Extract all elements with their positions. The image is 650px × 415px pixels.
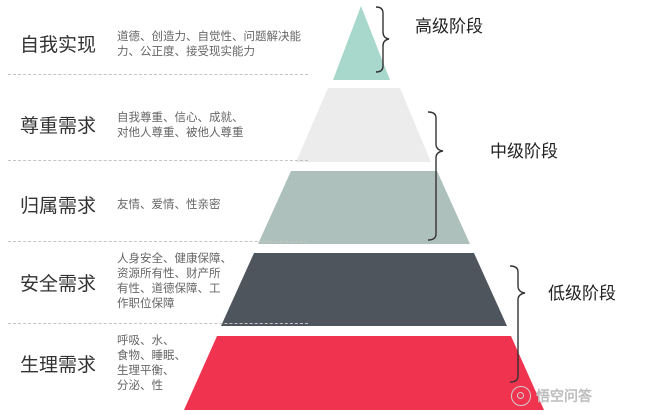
desc-line: 力、公正度、接受现实能力 — [117, 44, 255, 58]
level-desc-physiological: 呼吸、水、 食物、睡眠、 生理平衡、 分泌、性 — [117, 333, 186, 393]
desc-line: 作职位保障 — [117, 296, 175, 310]
desc-line: 自我尊重、信心、成就、 — [117, 110, 244, 124]
bracket-middle-icon — [427, 111, 444, 241]
desc-line: 有性、道德保障、工 — [117, 281, 221, 295]
stage-label-high: 高级阶段 — [415, 17, 483, 37]
desc-line: 呼吸、水、 — [117, 333, 175, 347]
wukong-logo-icon — [511, 386, 531, 406]
desc-line: 人身安全、健康保障、 — [117, 251, 232, 265]
watermark: 悟空问答 — [511, 385, 592, 407]
bracket-low-icon — [509, 265, 526, 383]
divider-line — [8, 74, 308, 75]
level-desc-esteem: 自我尊重、信心、成就、 对他人尊重、被他人尊重 — [117, 110, 244, 140]
desc-line: 友情、爱情、性亲密 — [117, 197, 221, 211]
desc-line: 分泌、性 — [117, 378, 163, 392]
watermark-text: 悟空问答 — [536, 389, 592, 405]
level-name-self-actualization: 自我实现 — [20, 34, 97, 56]
level-name-physiological: 生理需求 — [20, 354, 97, 376]
divider-line — [8, 241, 308, 242]
level-name-safety: 安全需求 — [20, 273, 97, 295]
desc-line: 生理平衡、 — [117, 363, 175, 377]
desc-line: 资源所有性、财产所 — [117, 266, 221, 280]
pyramid-tier-safety — [221, 253, 507, 326]
stage-label-middle: 中级阶段 — [490, 142, 558, 162]
desc-line: 对他人尊重、被他人尊重 — [117, 125, 244, 139]
level-name-esteem: 尊重需求 — [20, 115, 97, 137]
pyramid-tier-physiological — [184, 336, 544, 410]
pyramid-tier-belonging — [258, 171, 470, 244]
pyramid-tier-self-actualization — [333, 6, 390, 80]
divider-line — [8, 160, 308, 161]
desc-line: 道德、创造力、自觉性、问题解决能 — [117, 29, 301, 43]
level-desc-belonging: 友情、爱情、性亲密 — [117, 197, 221, 212]
pyramid-tier-esteem — [296, 88, 431, 162]
desc-line: 食物、睡眠、 — [117, 348, 186, 362]
level-desc-safety: 人身安全、健康保障、 资源所有性、财产所 有性、道德保障、工 作职位保障 — [117, 251, 232, 311]
stage-label-low: 低级阶段 — [548, 284, 616, 304]
level-desc-self-actualization: 道德、创造力、自觉性、问题解决能 力、公正度、接受现实能力 — [117, 29, 301, 59]
divider-line — [8, 323, 308, 324]
level-name-belonging: 归属需求 — [20, 195, 97, 217]
bracket-high-icon — [375, 6, 390, 73]
